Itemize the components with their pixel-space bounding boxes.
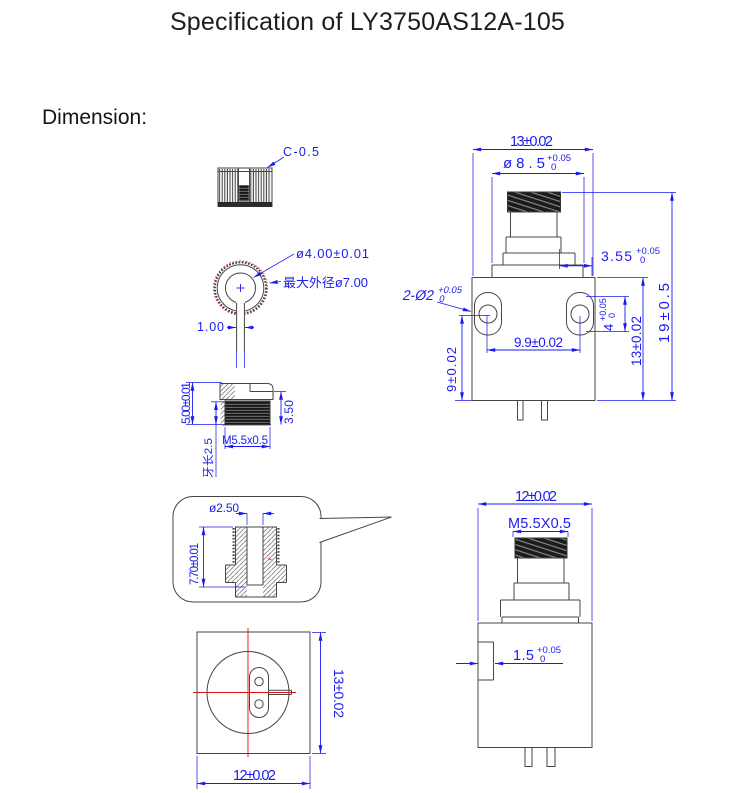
stub-tol-minus: 0 — [551, 162, 556, 173]
tab-tol-minus: 0 — [540, 654, 545, 665]
bottom-outline — [196, 631, 311, 754]
section-label: Dimension: — [42, 106, 148, 129]
total-height-dim: 19±0.5 — [656, 283, 673, 343]
bottom-height-dim: 13±0.02 — [331, 669, 347, 718]
inner-dia-leader — [253, 253, 295, 278]
mount-ear — [474, 292, 502, 336]
callout-balloon — [172, 496, 322, 603]
cap-height-dim: 5.00±0.01 — [179, 382, 193, 424]
slot-width-dim: 1.00 — [197, 320, 224, 334]
step-offset-dim: 3.55 — [601, 248, 632, 264]
lead-pin — [524, 747, 533, 767]
side-thread-spec: M5.5X0.5 — [508, 516, 571, 532]
side-body — [477, 622, 593, 748]
lead-pin — [546, 747, 556, 767]
max-outer-leader — [269, 280, 282, 284]
front-width-dim: 13±0.02 — [510, 134, 553, 150]
front-view: 13±0.02 ø8.5 +0.05 0 3.55 +0.05 0 19±0.5… — [401, 134, 676, 421]
lead-pin — [541, 400, 548, 421]
mount-hole — [478, 304, 498, 324]
pin-hole — [254, 699, 264, 709]
max-outer-diameter-dim: 最大外径ø7.00 — [283, 276, 368, 290]
hole-tol-minus: 0 — [438, 294, 446, 305]
cap-side-view: C-0.5 — [217, 145, 319, 207]
hole-bottom-dim: 9±0.02 — [444, 347, 459, 392]
bore-diameter-dim: ø2.50 — [209, 501, 239, 515]
thread-section — [224, 400, 271, 425]
hole-callout-dim: 2-Ø2 — [401, 287, 435, 303]
bottom-view: 13±0.02 12±0.02 — [193, 628, 347, 789]
thread-length-dim: 牙长2.5 — [202, 438, 215, 478]
thread-stub — [507, 191, 561, 213]
pin-boss — [249, 667, 269, 718]
hole-leader — [436, 301, 472, 312]
side-view: 12±0.02 M5.5X0.5 1.5 +0.05 0 — [456, 489, 593, 767]
hole-spacing-dim: 9.9±0.02 — [514, 335, 563, 350]
chamfer-leader — [267, 156, 285, 168]
cap-top-view: ø4.00±0.01 最大外径ø7.00 1.00 — [197, 246, 369, 368]
detail-callout-view: ø2.50 7.70±0.01 — [172, 496, 392, 603]
inner-diameter-dim: ø4.00±0.01 — [296, 246, 369, 261]
body-height-dim: 13±0.02 — [629, 316, 644, 366]
lead-pin — [517, 400, 524, 421]
cap-section-outline — [219, 383, 274, 400]
step-tol-minus: 0 — [640, 255, 645, 266]
side-width-dim: 12±0.02 — [515, 489, 557, 505]
thread-depth-dim: 3.50 — [282, 400, 296, 424]
front-body — [471, 277, 596, 401]
base-circle — [206, 651, 290, 734]
page-title: Specification of LY3750AS12A-105 — [169, 8, 566, 36]
bottom-width-dim: 12±0.02 — [233, 768, 276, 784]
tab-width-dim: 1.5 — [513, 648, 534, 664]
bore-depth-dim: 7.70±0.01 — [189, 543, 201, 585]
step-tol-plus: +0.05 — [636, 246, 660, 257]
ear-height-dim: 4 — [601, 324, 616, 331]
cap-section-view: 5.00±0.01 3.50 M5.5x0.5 牙长2.5 — [179, 382, 296, 478]
thread-stub — [514, 537, 568, 559]
ear-tol-minus: 0 — [607, 313, 617, 318]
pin-hole — [254, 676, 264, 687]
tab-tol-plus: +0.05 — [537, 645, 561, 656]
stub-tol-plus: +0.05 — [547, 153, 571, 164]
chamfer-label: C-0.5 — [283, 145, 319, 159]
stub-diameter-dim: ø8.5 — [503, 155, 545, 172]
hole-tol-plus: +0.05 — [437, 285, 463, 296]
cap-thread-spec: M5.5x0.5 — [222, 435, 268, 447]
ear-tol-plus: +0.05 — [598, 298, 608, 321]
